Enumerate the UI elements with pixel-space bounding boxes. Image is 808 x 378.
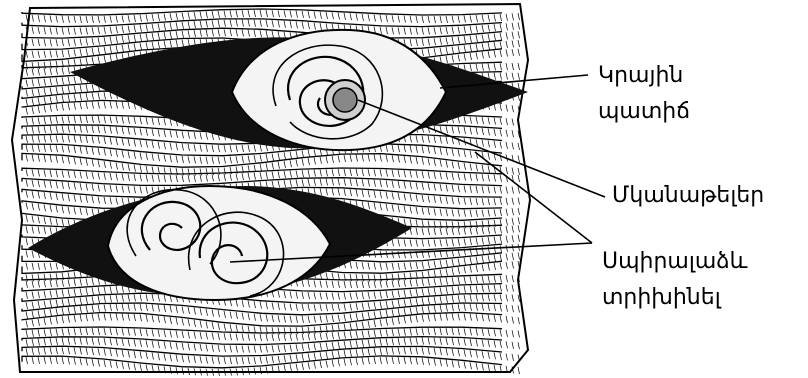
- muscle-striation: [518, 367, 520, 374]
- label-muscle-fibers: Մկանաթելեր: [612, 183, 764, 208]
- label-cyst-wall-line2: պատիճ: [598, 99, 690, 124]
- label-spiral-larvae-line1: Սպիրալաձև: [602, 249, 748, 274]
- muscle-striation: [26, 14, 28, 21]
- label-spiral-larvae-line2: տրիխինել: [602, 285, 722, 310]
- label-cyst-wall-line1: Կրային: [598, 63, 683, 88]
